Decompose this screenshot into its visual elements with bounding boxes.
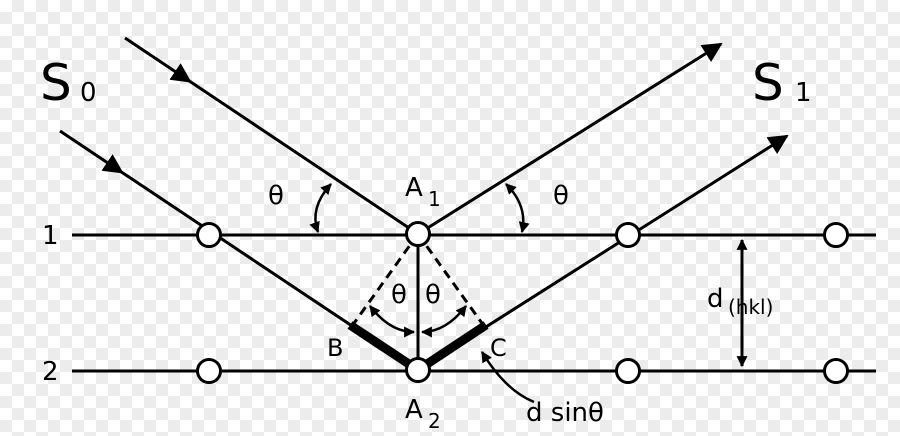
- d-spacing-label: d: [707, 284, 724, 314]
- d-spacing-subscript: (hkl): [728, 295, 773, 319]
- atom-a1: [405, 221, 431, 247]
- a2-subscript: 2: [428, 409, 441, 433]
- atom: [196, 358, 222, 384]
- dashed-a1-c: [416, 233, 486, 327]
- a2-label: A: [405, 395, 423, 425]
- plane-2-label: 2: [42, 357, 59, 387]
- path-segment-b-a2: [347, 321, 421, 374]
- reflected-ray-1: [417, 42, 723, 236]
- theta-inner-right-label: θ: [425, 280, 441, 310]
- theta-arc-left: [309, 183, 332, 234]
- s1-label: S: [752, 54, 784, 112]
- atom: [615, 358, 641, 384]
- a1-label: A: [405, 173, 423, 203]
- d-sin-theta-pointer: [480, 351, 535, 404]
- s0-label: S: [40, 54, 72, 112]
- theta-arc-inner-right: [420, 305, 467, 338]
- atom: [196, 222, 222, 248]
- a1-subscript: 1: [428, 187, 441, 211]
- path-segment-a2-c: [415, 321, 489, 374]
- atom: [823, 222, 849, 248]
- atom: [615, 222, 641, 248]
- theta-inner-left-label: θ: [391, 280, 407, 310]
- point-c-label: C: [490, 334, 507, 362]
- theta-arc-inner-left: [369, 305, 416, 338]
- s1-subscript: 1: [795, 78, 812, 108]
- theta-right-label: θ: [553, 181, 569, 211]
- dashed-a1-b: [350, 233, 420, 327]
- plane-1-label: 1: [42, 221, 59, 251]
- point-b-label: B: [327, 334, 343, 362]
- d-sin-theta-label: d sinθ: [526, 398, 604, 428]
- atom: [823, 358, 849, 384]
- theta-arc-right: [505, 183, 530, 234]
- theta-left-label: θ: [268, 181, 284, 211]
- s0-subscript: 0: [80, 78, 97, 108]
- atom-a2: [405, 357, 431, 383]
